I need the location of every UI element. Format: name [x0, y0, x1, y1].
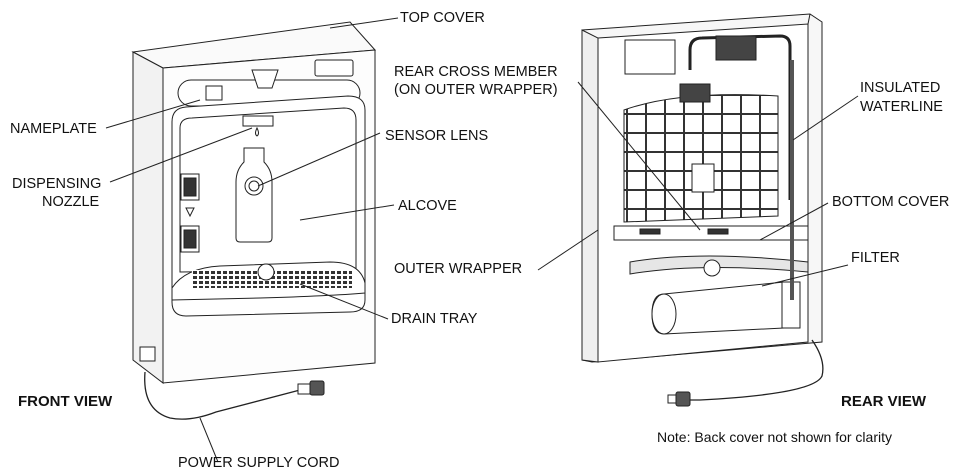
label-on-outer-wrapper: (ON OUTER WRAPPER): [394, 82, 558, 98]
leader-top-cover: [329, 17, 399, 29]
label-sensor-lens: SENSOR LENS: [385, 128, 489, 144]
leader-lines: [105, 17, 859, 463]
leader-sensor-lens: [257, 132, 381, 187]
label-filter: FILTER: [851, 250, 900, 266]
leader-drain-tray: [299, 283, 389, 320]
leader-rear-cross-member: [577, 81, 701, 231]
rear-grid-panel: [623, 94, 779, 223]
front-unit: [131, 21, 377, 420]
caption-front-view: FRONT VIEW: [18, 393, 113, 410]
leader-insulated-waterline: [792, 95, 859, 141]
label-alcove: ALCOVE: [398, 198, 457, 214]
label-rear-cross-member: REAR CROSS MEMBER: [394, 64, 558, 80]
label-drain-tray: DRAIN TRAY: [391, 311, 478, 327]
note-back-cover: Note: Back cover not shown for clarity: [657, 429, 892, 445]
leader-nameplate: [105, 99, 201, 129]
label-bottom-cover: BOTTOM COVER: [832, 194, 950, 210]
leader-bottom-cover: [759, 202, 829, 241]
leader-alcove: [299, 204, 395, 221]
leader-outer-wrapper: [537, 229, 599, 271]
label-dispensing: DISPENSING: [12, 176, 102, 192]
leader-power-supply-cord: [199, 417, 219, 463]
label-top-cover: TOP COVER: [400, 10, 485, 26]
rear-unit: [581, 13, 824, 407]
dispensing-nozzle: [242, 115, 274, 127]
leader-filter: [761, 264, 849, 287]
label-outer-wrapper: OUTER WRAPPER: [394, 261, 523, 277]
caption-rear-view: REAR VIEW: [841, 393, 927, 410]
rear-power-cord: [690, 339, 824, 401]
front-side-panel: [132, 51, 164, 385]
label-insulated: INSULATED: [860, 80, 941, 96]
label-waterline: WATERLINE: [860, 99, 943, 115]
label-nozzle: NOZZLE: [42, 194, 100, 210]
label-power-supply-cord: POWER SUPPLY CORD: [178, 455, 340, 471]
label-nameplate: NAMEPLATE: [10, 121, 97, 137]
leader-dispensing-nozzle: [109, 127, 253, 183]
power-supply-cord: [144, 371, 301, 420]
